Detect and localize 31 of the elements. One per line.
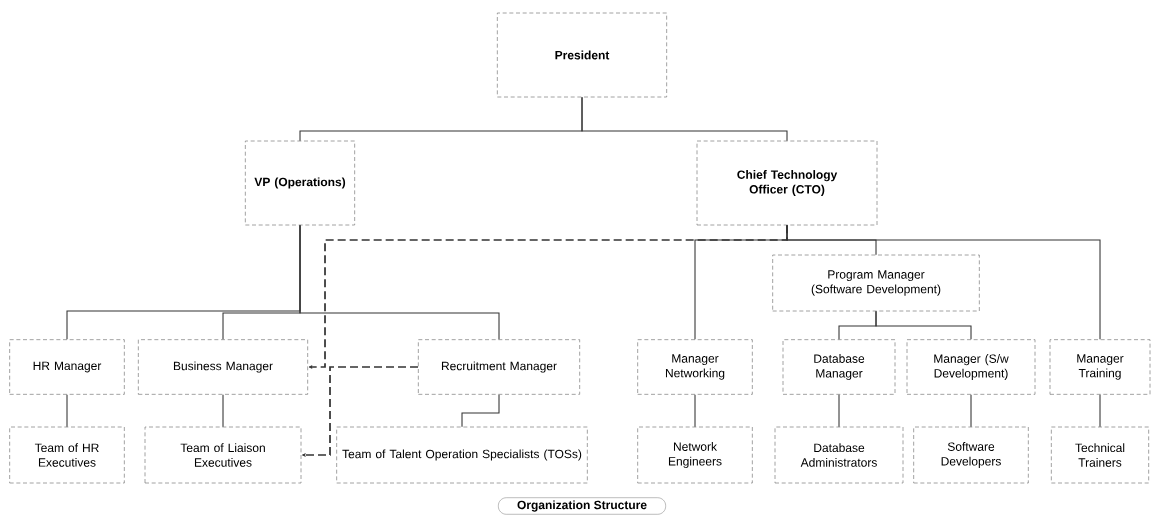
org-box: Program Manager (Software Development) [772,254,980,312]
connector-line [875,310,972,340]
caption-box: Organization Structure [498,497,666,515]
org-box: Manager (S/w Development) [906,339,1036,395]
connector-line [581,96,788,142]
org-box: Team of Liaison Executives [144,426,302,484]
org-box: HR Manager [9,339,125,395]
connector-line [302,366,419,457]
connector-line [838,394,840,428]
org-box: President [497,12,667,98]
org-box: Manager Training [1049,339,1151,395]
connector-line [694,394,696,428]
org-box: Database Manager [782,339,896,395]
connector-line [970,394,972,428]
connector-line [461,394,500,428]
org-box: Database Administrators [774,426,904,484]
org-box: Business Manager [138,339,308,395]
connector-line [1099,394,1101,428]
connector-line [308,224,788,369]
org-box: Network Engineers [637,426,753,484]
connector-line [299,224,500,340]
org-box: Team of Talent Operation Specialists (TOSs) [336,426,588,484]
org-box: Chief Technology Officer (CTO) [696,140,878,226]
org-box: Software Developers [913,426,1029,484]
org-box: Recruitment Manager [418,339,580,395]
org-box: Team of HR Executives [9,426,125,484]
connector-line [66,394,68,428]
org-box: Technical Trainers [1051,426,1149,484]
connector-line [222,394,224,428]
org-box: VP (Operations) [245,140,355,226]
org-box: Manager Networking [637,339,753,395]
